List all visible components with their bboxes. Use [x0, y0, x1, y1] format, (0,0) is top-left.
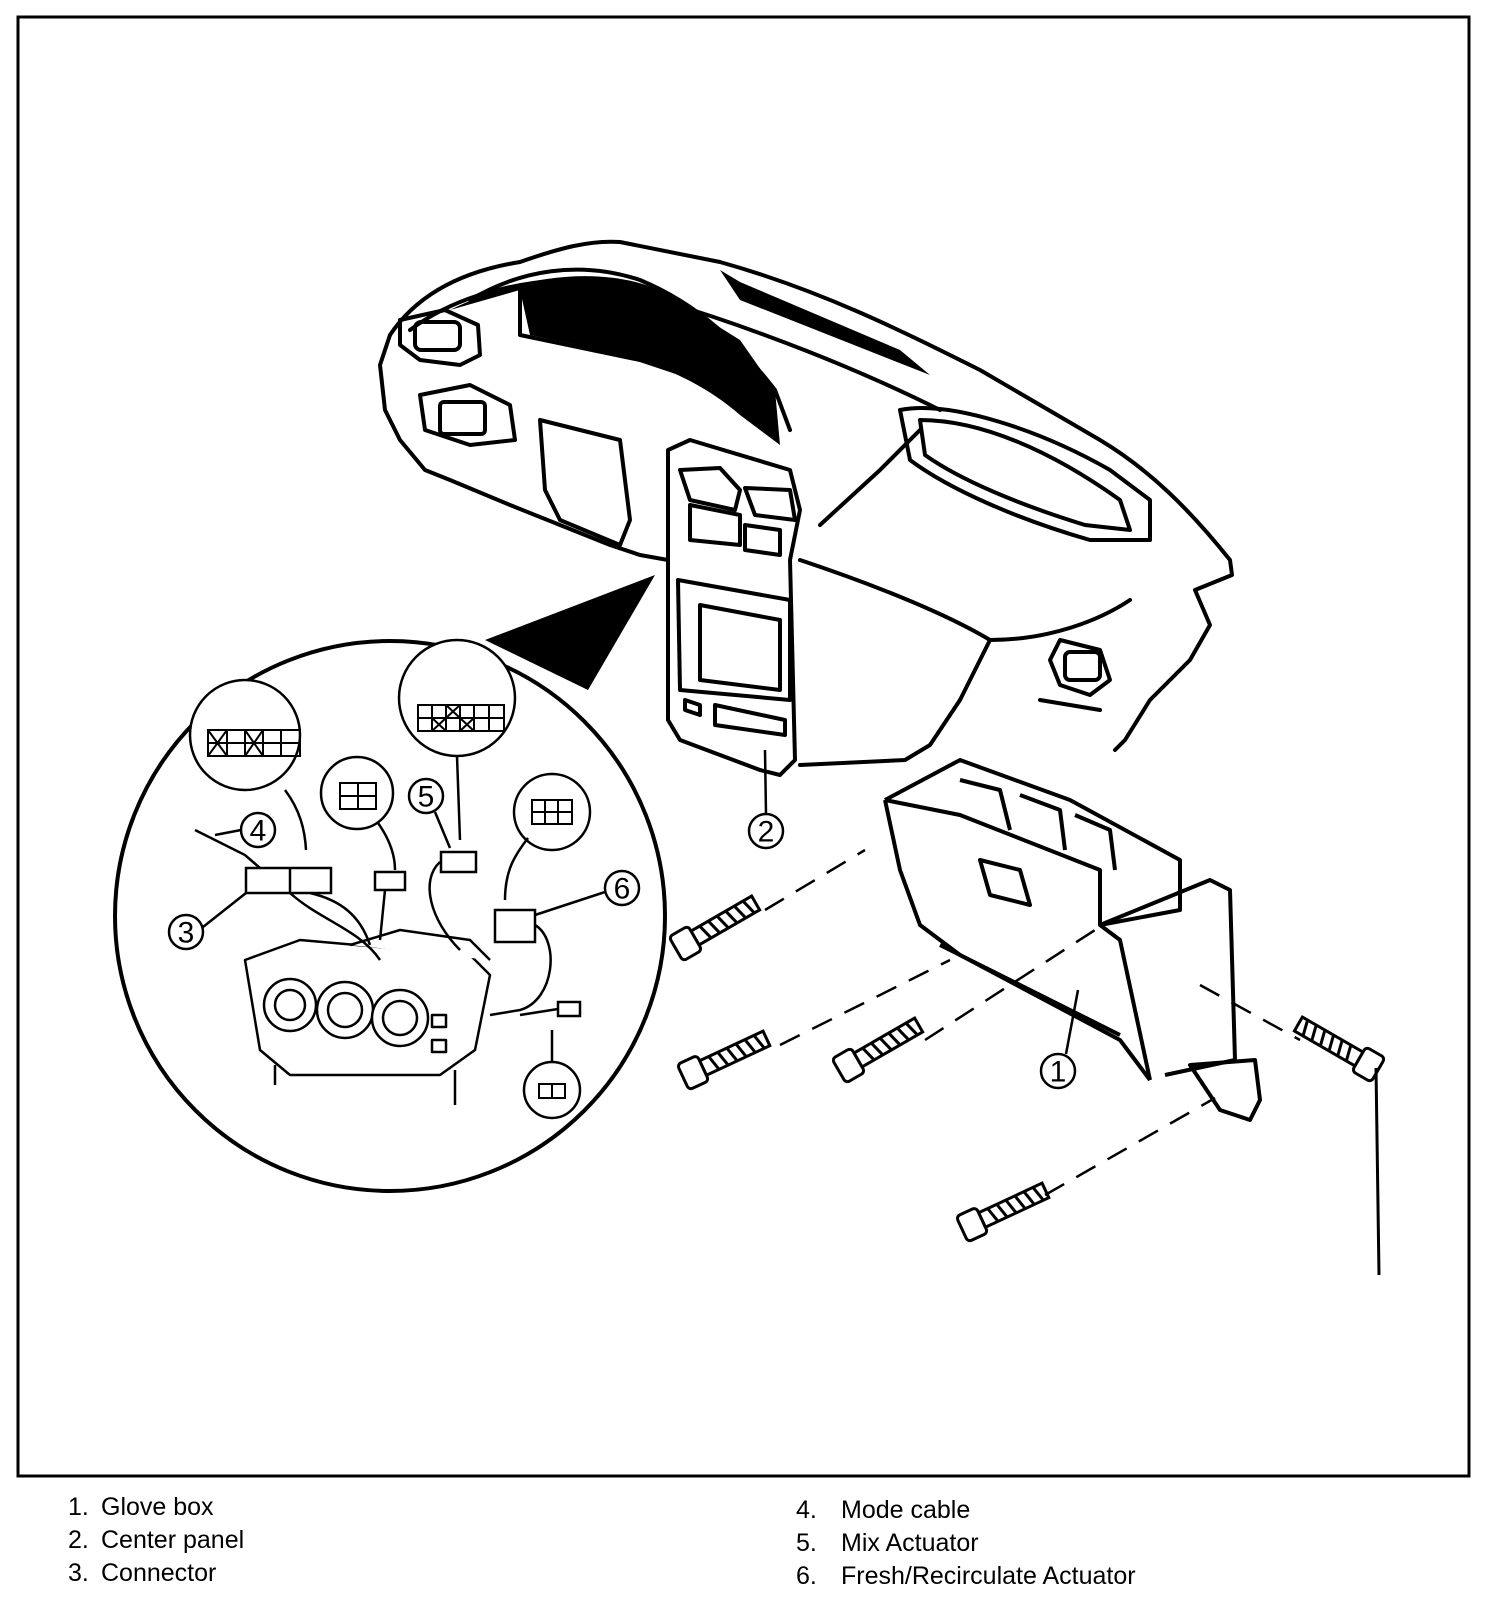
install-lines: [764, 848, 1301, 1197]
legend-number: 5.: [796, 1529, 817, 1557]
glove-box: [883, 758, 1262, 1122]
legend-item: 1. Glove box: [68, 1491, 244, 1524]
callout-1-circle: [1039, 1052, 1077, 1090]
legend-number: 2.: [68, 1526, 89, 1554]
dashboard-shading: [450, 270, 930, 445]
callout-6: 6: [614, 873, 631, 906]
legend-number: 6.: [796, 1562, 817, 1590]
callout-2: 2: [758, 816, 775, 849]
callout-5: 5: [418, 781, 435, 814]
callout-3: 3: [178, 917, 195, 950]
legend-label: Center panel: [101, 1526, 245, 1554]
legend-label: Glove box: [101, 1493, 214, 1521]
callout-5-circle: [407, 777, 445, 815]
callout-3-circle: [167, 913, 205, 951]
legend-right: 4. Mode cable 5. Mix Actuator 6. Fresh/R…: [796, 1494, 1136, 1593]
legend-item: 4. Mode cable: [796, 1494, 1136, 1527]
legend-item: 2. Center panel: [68, 1524, 244, 1557]
diagram-frame: [16, 15, 1471, 1478]
callouts: [167, 749, 1080, 1090]
legend-item: 6. Fresh/Recirculate Actuator: [796, 1560, 1136, 1593]
screws: [668, 894, 1386, 1243]
screw-leader: [1374, 1067, 1381, 1276]
detail-view: [113, 638, 667, 1193]
legend-number: 1.: [68, 1493, 89, 1521]
legend-item: 3. Connector: [68, 1557, 244, 1590]
legend-number: 3.: [68, 1559, 89, 1587]
callout-6-circle: [603, 869, 641, 907]
legend-label: Mix Actuator: [841, 1529, 979, 1557]
callout-1: 1: [1050, 1056, 1067, 1089]
callout-4: 4: [250, 815, 267, 848]
legend-label: Fresh/Recirculate Actuator: [841, 1562, 1136, 1590]
legend-label: Mode cable: [841, 1496, 971, 1524]
legend-number: 4.: [796, 1496, 817, 1524]
legend-left: 1. Glove box 2. Center panel 3. Connecto…: [68, 1491, 244, 1590]
legend-label: Connector: [101, 1559, 217, 1587]
legend-item: 5. Mix Actuator: [796, 1527, 1136, 1560]
zoom-pointer: [485, 575, 655, 690]
